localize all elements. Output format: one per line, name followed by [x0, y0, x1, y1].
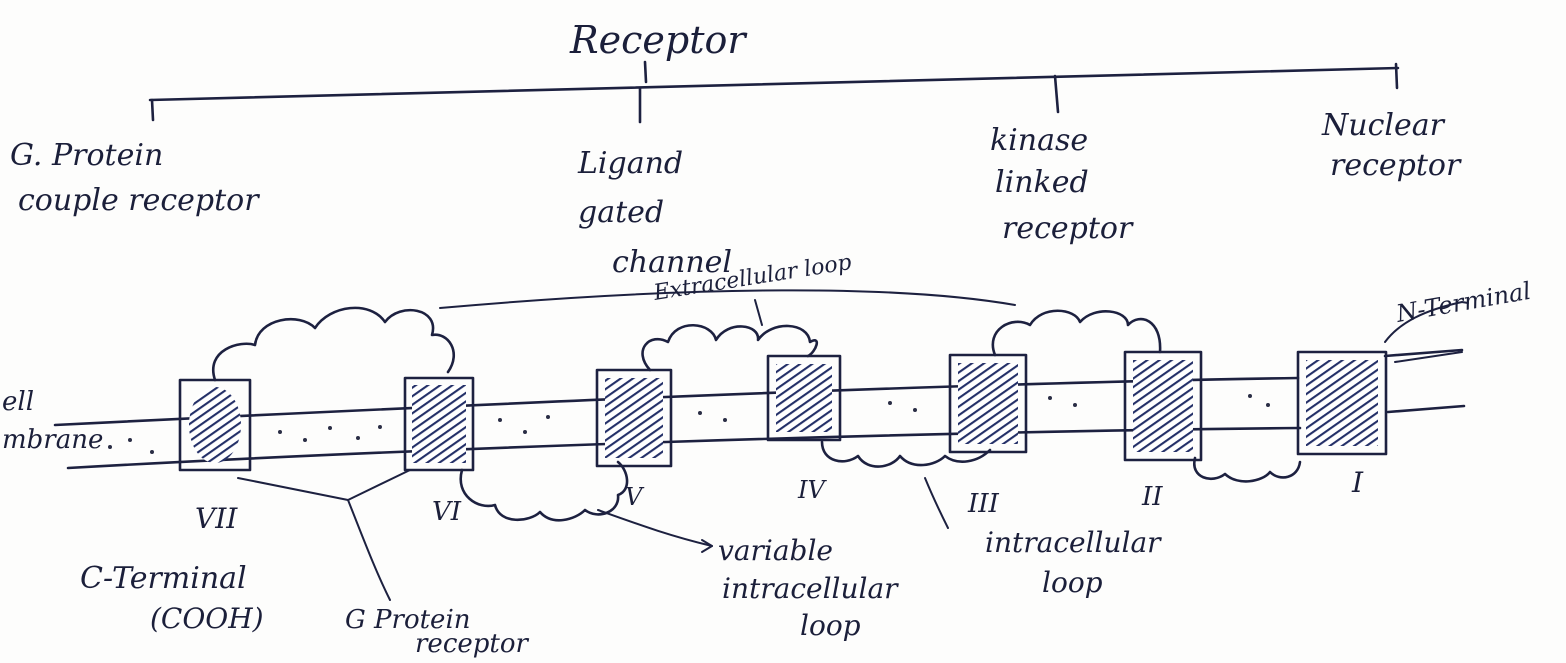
category-g-protein-coupled: G. Protein couple receptor [10, 138, 260, 218]
numeral-VII: VII [195, 502, 238, 535]
category-ligand-gated-channel: Ligand gated channel [577, 146, 732, 280]
domain-I [1296, 350, 1388, 456]
intracellular-loop-label: intracellular loop [985, 526, 1169, 599]
annotation-lines [237, 289, 1469, 601]
variable-intracellular-loop-label: variable intracellular loop [718, 534, 906, 642]
cell-membrane [53, 348, 1466, 470]
extracellular-loops [211, 306, 1162, 382]
category-kinase-linked: kinase linked receptor [990, 123, 1134, 246]
numeral-II: II [1141, 482, 1163, 512]
diagram-title: Receptor [569, 18, 748, 62]
domain-VII [178, 378, 252, 472]
numeral-V: V [625, 483, 645, 511]
domain-V [595, 368, 673, 468]
membrane-label: ell mbrane [2, 387, 103, 455]
numeral-IV: IV [797, 476, 827, 504]
g-protein-receptor-label: G Protein receptor [345, 605, 530, 659]
numeral-III: III [967, 489, 1000, 519]
category-nuclear-receptor: Nuclear receptor [1321, 108, 1462, 183]
membrane-dots [108, 394, 1270, 454]
cooh-label: (COOH) [150, 602, 264, 635]
tree-connector [148, 60, 1400, 124]
intracellular-loops [459, 440, 1302, 522]
numeral-I: I [1351, 466, 1364, 499]
c-terminal-label: C-Terminal [80, 561, 247, 596]
domain-IV [766, 354, 842, 442]
n-terminal-label: N-Terminal [1393, 277, 1533, 328]
numeral-VI: VI [432, 497, 462, 527]
domain-VI [403, 376, 475, 472]
domain-numerals: VII VI V IV III II I [195, 466, 1364, 535]
domain-II [1123, 350, 1203, 462]
domain-III [948, 353, 1028, 454]
